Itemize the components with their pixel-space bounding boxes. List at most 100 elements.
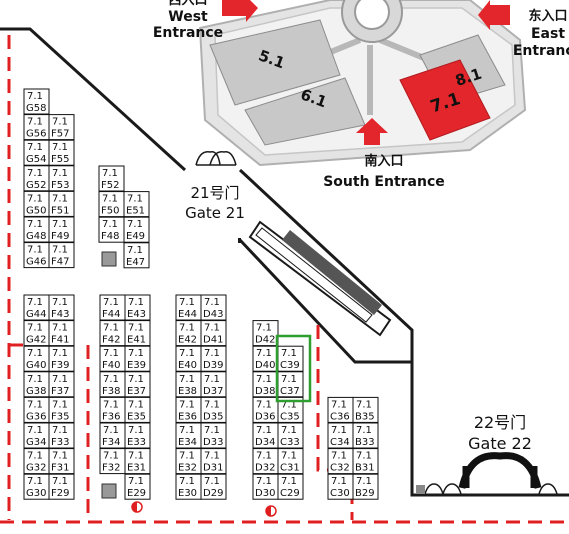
booth-code: F39 [51, 360, 69, 371]
booth-hall-number: 7.1 [103, 399, 119, 410]
booth-hall-number: 7.1 [281, 451, 297, 462]
hall-5-1-shape[interactable] [209, 19, 341, 106]
booth-code: E29 [127, 488, 146, 499]
booth-hall-number: 7.1 [179, 323, 195, 334]
booth-code: B29 [355, 488, 375, 499]
booth-hall-number: 7.1 [256, 374, 272, 385]
hall-7-1-shape[interactable] [399, 59, 491, 141]
booth-box [175, 422, 202, 449]
booth-code: E35 [127, 411, 146, 422]
booth-hall-number: 7.1 [27, 245, 43, 256]
booth-box [175, 396, 202, 423]
booth-code: F38 [102, 386, 120, 397]
